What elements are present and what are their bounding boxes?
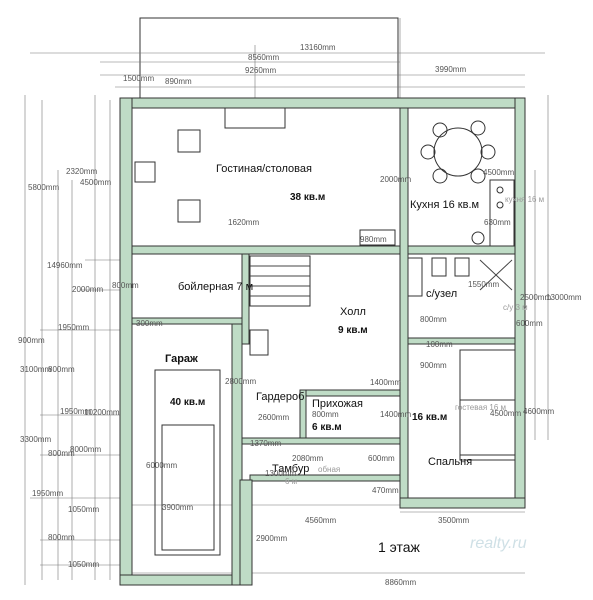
svg-text:470mm: 470mm bbox=[372, 486, 399, 495]
bedroom-name: Спальня bbox=[428, 456, 472, 468]
plan-title: 1 этаж bbox=[378, 539, 421, 555]
svg-text:800mm: 800mm bbox=[312, 410, 339, 419]
bedroom-area: 16 кв.м bbox=[412, 412, 447, 423]
svg-text:900mm: 900mm bbox=[18, 336, 45, 345]
hall-area: 9 кв.м bbox=[338, 325, 368, 336]
bath-ghost: с/у 3 м bbox=[503, 303, 528, 312]
garage-area: 40 кв.м bbox=[170, 397, 205, 408]
kitchen-name: Кухня 16 кв.м bbox=[410, 199, 479, 211]
svg-text:8000mm: 8000mm bbox=[70, 445, 101, 454]
svg-text:100mm: 100mm bbox=[426, 340, 453, 349]
svg-text:2000mm: 2000mm bbox=[72, 285, 103, 294]
svg-text:800mm: 800mm bbox=[420, 315, 447, 324]
kitchen-table bbox=[420, 120, 515, 247]
entry-name: Прихожая bbox=[312, 398, 363, 410]
svg-text:2000mm: 2000mm bbox=[380, 175, 411, 184]
dimension-labels: 13160mm 8560mm 9260mm 3990mm 1500mm 890m… bbox=[18, 43, 582, 587]
dimension-lines bbox=[24, 18, 549, 585]
svg-text:1370mm: 1370mm bbox=[250, 439, 281, 448]
hall-name: Холл bbox=[340, 306, 366, 318]
bedroom-ghost: гостевая 16 м bbox=[455, 403, 506, 412]
svg-text:890mm: 890mm bbox=[165, 77, 192, 86]
stairs bbox=[249, 255, 311, 356]
bath-fixtures bbox=[407, 257, 513, 297]
svg-text:4500mm: 4500mm bbox=[80, 178, 111, 187]
svg-text:630mm: 630mm bbox=[484, 218, 511, 227]
svg-text:800mm: 800mm bbox=[48, 365, 75, 374]
living-furniture bbox=[134, 107, 396, 246]
svg-text:1050mm: 1050mm bbox=[68, 505, 99, 514]
svg-text:600mm: 600mm bbox=[516, 319, 543, 328]
garage-name: Гараж bbox=[165, 353, 198, 365]
svg-text:13000mm: 13000mm bbox=[546, 293, 582, 302]
svg-text:900mm: 900mm bbox=[420, 361, 447, 370]
svg-text:1620mm: 1620mm bbox=[228, 218, 259, 227]
svg-text:980mm: 980mm bbox=[360, 235, 387, 244]
svg-text:3990mm: 3990mm bbox=[435, 65, 466, 74]
svg-text:1950mm: 1950mm bbox=[32, 489, 63, 498]
bedroom-bed bbox=[459, 349, 516, 461]
entry-area: 6 кв.м bbox=[312, 422, 342, 433]
svg-text:600mm: 600mm bbox=[368, 454, 395, 463]
svg-text:10200mm: 10200mm bbox=[84, 408, 120, 417]
svg-text:9260mm: 9260mm bbox=[245, 66, 276, 75]
svg-text:2900mm: 2900mm bbox=[256, 534, 287, 543]
svg-text:2800mm: 2800mm bbox=[225, 377, 256, 386]
svg-text:1400mm: 1400mm bbox=[370, 378, 401, 387]
svg-text:1550mm: 1550mm bbox=[468, 280, 499, 289]
svg-text:800mm: 800mm bbox=[48, 449, 75, 458]
svg-text:3500mm: 3500mm bbox=[438, 516, 469, 525]
watermark: realty.ru bbox=[470, 535, 527, 552]
svg-text:5800mm: 5800mm bbox=[28, 183, 59, 192]
svg-text:3100mm: 3100mm bbox=[20, 365, 51, 374]
svg-text:6000mm: 6000mm bbox=[146, 461, 177, 470]
svg-text:2080mm: 2080mm bbox=[292, 454, 323, 463]
svg-text:2320mm: 2320mm bbox=[66, 167, 97, 176]
svg-text:8860mm: 8860mm bbox=[385, 578, 416, 587]
svg-text:1300mm: 1300mm bbox=[265, 469, 296, 478]
svg-text:8560mm: 8560mm bbox=[248, 53, 279, 62]
boiler-name: бойлерная 7 м bbox=[178, 281, 253, 293]
svg-text:1500mm: 1500mm bbox=[123, 74, 154, 83]
garage-car bbox=[154, 369, 221, 556]
kitchen-ghost: кухня 16 м bbox=[505, 195, 544, 204]
vestibule-ghost-2: 6 м bbox=[285, 477, 297, 486]
svg-text:2500mm: 2500mm bbox=[520, 293, 551, 302]
svg-text:800mm: 800mm bbox=[48, 533, 75, 542]
svg-text:14960mm: 14960mm bbox=[47, 261, 83, 270]
svg-text:3300mm: 3300mm bbox=[20, 435, 51, 444]
vestibule-ghost-1: обная bbox=[318, 465, 340, 474]
svg-text:1400mm: 1400mm bbox=[380, 410, 411, 419]
inner-walls bbox=[131, 107, 516, 586]
svg-text:3900mm: 3900mm bbox=[162, 503, 193, 512]
svg-text:4500mm: 4500mm bbox=[490, 409, 521, 418]
outer-walls bbox=[119, 97, 526, 586]
svg-text:2600mm: 2600mm bbox=[258, 413, 289, 422]
svg-text:4560mm: 4560mm bbox=[305, 516, 336, 525]
vestibule-name: Тамбур bbox=[272, 463, 309, 475]
living-room-name: Гостиная/столовая bbox=[216, 163, 312, 175]
bath-name: с/узел bbox=[426, 288, 457, 300]
svg-text:4600mm: 4600mm bbox=[523, 407, 554, 416]
svg-text:4500mm: 4500mm bbox=[483, 168, 514, 177]
svg-text:1950mm: 1950mm bbox=[58, 323, 89, 332]
svg-text:300mm: 300mm bbox=[136, 319, 163, 328]
living-room-area: 38 кв.м bbox=[290, 192, 325, 203]
svg-text:800mm: 800mm bbox=[112, 281, 139, 290]
wardrobe-name: Гардероб bbox=[256, 391, 304, 403]
svg-text:13160mm: 13160mm bbox=[300, 43, 336, 52]
svg-text:1050mm: 1050mm bbox=[68, 560, 99, 569]
svg-text:1950mm: 1950mm bbox=[60, 407, 91, 416]
